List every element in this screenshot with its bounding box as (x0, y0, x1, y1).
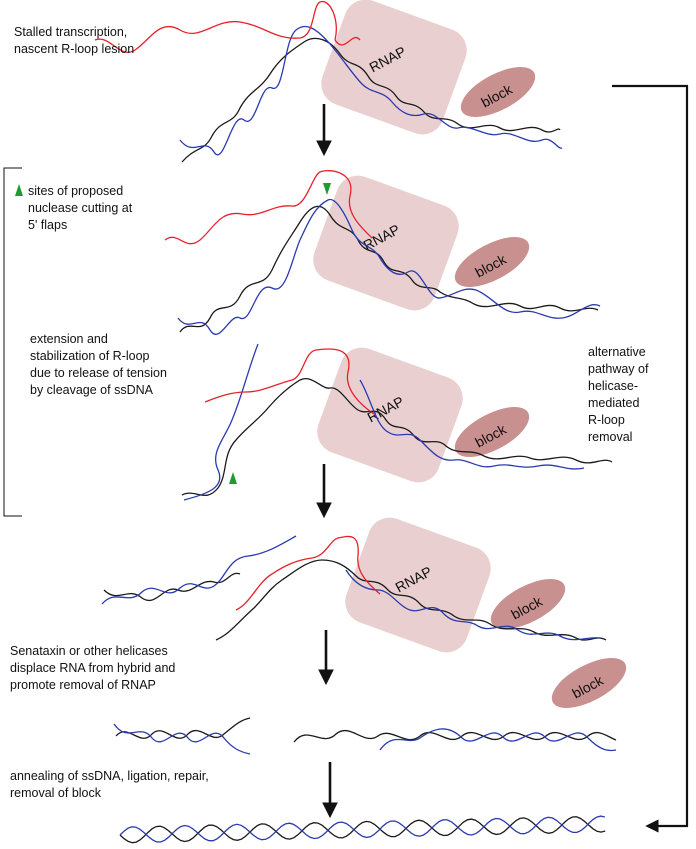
nontemplate-strand-5 (379, 728, 617, 752)
label-alternative-6: removal (588, 430, 632, 444)
nontemplate-strand-2 (177, 198, 601, 335)
rnap-4 (345, 517, 491, 653)
left-bracket (3, 167, 22, 517)
repaired-duplex-black (119, 816, 606, 844)
panel-3-extension: RNAP block (181, 343, 613, 501)
nontemplate-strand-1 (179, 25, 563, 156)
label-extension-4: by cleavage of ssDNA (30, 383, 154, 397)
panel-6-repaired (119, 815, 606, 844)
left-duplex-blue-4 (101, 535, 297, 605)
panel-2-nuclease: RNAP block (164, 170, 601, 335)
rna-strand-3 (204, 348, 375, 415)
alternative-pathway-arrow (612, 84, 689, 833)
legend-marker-icon (15, 184, 23, 196)
block-3 (454, 407, 530, 457)
panel-4-cleaved: RNAP block (101, 517, 607, 653)
left-duplex-black-5 (115, 717, 251, 739)
rnap-1 (321, 0, 467, 135)
block-5 (551, 658, 627, 708)
rna-strand-1 (94, 1, 337, 53)
repaired-duplex-blue (119, 815, 605, 843)
rnap-3 (317, 347, 463, 483)
label-annealing-1: annealing of ssDNA, ligation, repair, (10, 769, 209, 783)
label-extension-1: extension and (30, 332, 108, 346)
block-4 (490, 579, 566, 629)
nontemplate-strand-3b (359, 379, 585, 470)
label-senataxin-2: displace RNA from hybrid and (10, 661, 175, 675)
label-alternative-3: helicase- (588, 379, 638, 393)
label-stalled-2: nascent R-loop lesion (14, 42, 134, 56)
rna-hybrid-1 (334, 37, 361, 46)
nontemplate-strand-3 (183, 343, 259, 501)
nuclease-site-marker-bottom (229, 472, 237, 484)
label-alternative-4: mediated (588, 396, 639, 410)
template-strand-1 (181, 37, 561, 163)
block-2 (454, 237, 530, 287)
label-alternative-1: alternative (588, 345, 646, 359)
label-stalled-1: Stalled transcription, (14, 25, 127, 39)
rna-strand-4 (235, 535, 381, 611)
rnap-2 (313, 175, 459, 311)
label-nuclease-3: 5' flaps (28, 218, 67, 232)
label-senataxin-3: promote removal of RNAP (10, 678, 156, 692)
nontemplate-strand-4 (345, 569, 601, 641)
label-extension-3: due to release of tension (30, 366, 167, 380)
label-senataxin-1: Senataxin or other helicases (10, 644, 168, 658)
label-nuclease-2: nuclease cutting at (28, 201, 133, 215)
nuclease-site-marker-top (323, 183, 331, 195)
left-duplex-blue-5 (113, 723, 251, 755)
template-strand-5 (293, 730, 617, 743)
label-alternative-5: R-loop (588, 413, 625, 427)
left-duplex-black-4 (103, 572, 241, 601)
block-1 (460, 67, 536, 117)
label-extension-2: stabilization of R-loop (30, 349, 150, 363)
label-annealing-2: removal of block (10, 786, 102, 800)
label-nuclease-1: sites of proposed (28, 184, 123, 198)
template-strand-2 (179, 205, 599, 333)
panel-5-rnap-removed: block (113, 658, 627, 755)
template-strand-3 (181, 378, 613, 497)
panel-1-stalled: RNAP block (94, 0, 563, 163)
rna-strand-2 (164, 170, 373, 245)
label-alternative-2: pathway of (588, 362, 649, 376)
